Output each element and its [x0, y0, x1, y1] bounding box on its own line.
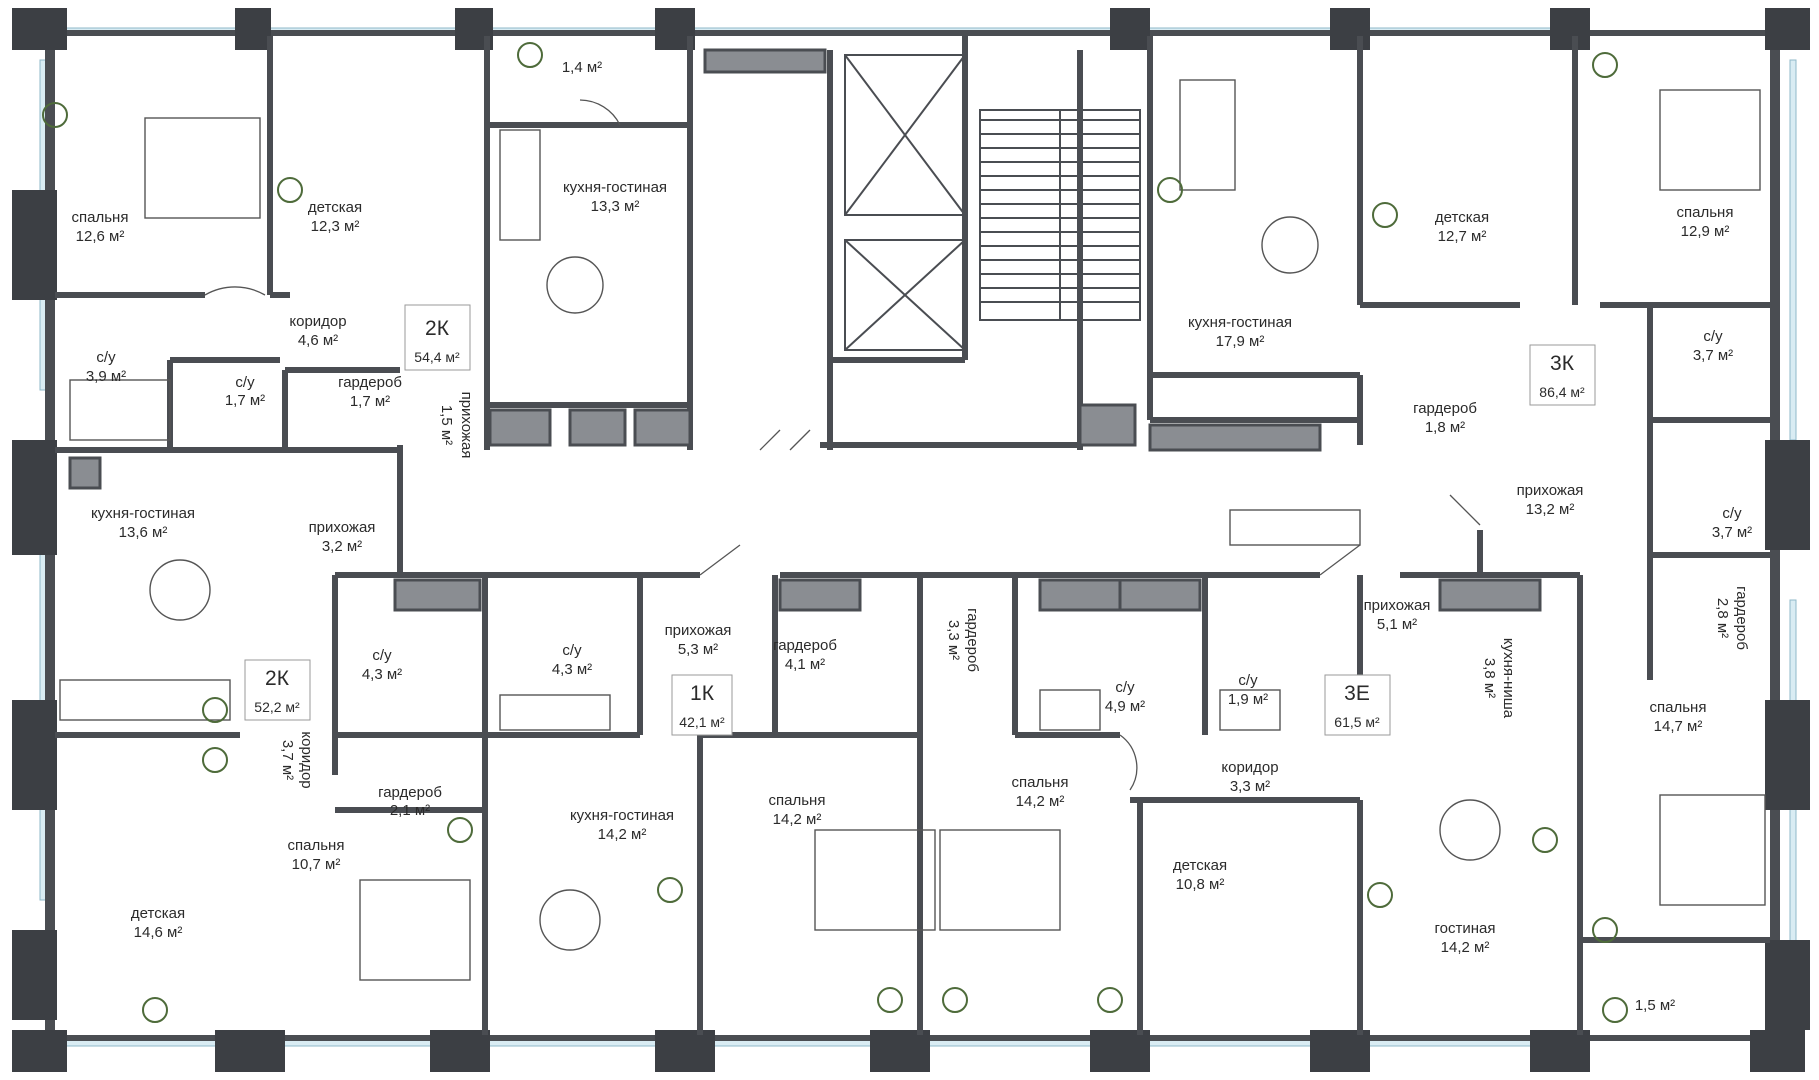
- room-area: 3,7 м²: [279, 740, 296, 780]
- room-area: 13,3 м²: [591, 198, 640, 215]
- room-area: 2,1 м²: [390, 802, 430, 819]
- room-name: с/у: [1722, 505, 1742, 522]
- room-name: гардероб: [338, 374, 402, 391]
- room-area: 5,1 м²: [1377, 616, 1417, 633]
- room-area: 12,7 м²: [1438, 228, 1487, 245]
- room-name: с/у: [562, 642, 582, 659]
- room-area: 13,2 м²: [1526, 501, 1575, 518]
- room-name: спальня: [1677, 204, 1734, 221]
- room-area: 3,3 м²: [945, 620, 962, 660]
- room-area: 3,8 м²: [1481, 658, 1498, 698]
- room-name: с/у: [372, 647, 392, 664]
- room-name: кухня-гостиная: [563, 179, 667, 196]
- staircase: [979, 109, 1141, 321]
- room-area: 1,5 м²: [438, 405, 455, 445]
- room-name: прихожая: [309, 519, 376, 536]
- room-name: с/у: [96, 349, 116, 366]
- room-name: спальня: [1650, 699, 1707, 716]
- room-area: 14,2 м²: [1441, 939, 1490, 956]
- room-name: кухня-ниша: [1500, 638, 1517, 719]
- room-area: 1,8 м²: [1425, 419, 1465, 436]
- room-area: 12,9 м²: [1681, 223, 1730, 240]
- room-name: спальня: [72, 209, 129, 226]
- room-area: 10,7 м²: [292, 856, 341, 873]
- room-area: 14,7 м²: [1654, 718, 1703, 735]
- room-area: 13,6 м²: [119, 524, 168, 541]
- room-name: гардероб: [964, 608, 981, 672]
- apt-type: 3К: [1550, 352, 1575, 375]
- apt-area: 52,2 м²: [254, 699, 300, 715]
- apt-area: 54,4 м²: [414, 349, 460, 365]
- room-name: гостиная: [1435, 920, 1496, 937]
- doors: [204, 99, 1481, 791]
- room-name: гардероб: [378, 784, 442, 801]
- room-name: детская: [308, 199, 362, 216]
- room-name: спальня: [288, 837, 345, 854]
- room-name: гардероб: [773, 637, 837, 654]
- room-area: 5,3 м²: [678, 641, 718, 658]
- room-name: кухня-гостиная: [1188, 314, 1292, 331]
- room-name: прихожая: [1364, 597, 1431, 614]
- room-area: 3,7 м²: [1712, 524, 1752, 541]
- room-name: с/у: [1115, 679, 1135, 696]
- apartment-badges: 2К 54,4 м² 3К 86,4 м² 2К 52,2 м² 1К 42,1…: [244, 304, 1596, 736]
- apt-area: 86,4 м²: [1539, 384, 1585, 400]
- room-area: 14,2 м²: [1016, 793, 1065, 810]
- room-area: 14,2 м²: [773, 811, 822, 828]
- room-name: с/у: [235, 374, 255, 391]
- room-name: прихожая: [665, 622, 732, 639]
- room-name: коридор: [298, 731, 315, 788]
- room-name: спальня: [769, 792, 826, 809]
- room-area: 12,6 м²: [76, 228, 125, 245]
- exterior-walls: [12, 8, 1810, 1072]
- room-area: 14,2 м²: [598, 826, 647, 843]
- apt-area: 61,5 м²: [1334, 714, 1380, 730]
- room-name: гардероб: [1733, 586, 1750, 650]
- room-name: с/у: [1238, 672, 1258, 689]
- room-area: 3,7 м²: [1693, 347, 1733, 364]
- room-area: 4,1 м²: [785, 656, 825, 673]
- room-area: 4,3 м²: [552, 661, 592, 678]
- room-labels: спальня 12,6 м² детская 12,3 м² 1,4 м² к…: [72, 59, 1753, 1014]
- room-area: 1,7 м²: [225, 392, 265, 409]
- apt-type: 2К: [425, 317, 450, 340]
- room-name: кухня-гостиная: [91, 505, 195, 522]
- apt-area: 42,1 м²: [679, 714, 725, 730]
- room-area: 10,8 м²: [1176, 876, 1225, 893]
- room-name: спальня: [1012, 774, 1069, 791]
- room-name: детская: [1435, 209, 1489, 226]
- room-area: 4,3 м²: [362, 666, 402, 683]
- shafts: [68, 48, 1542, 612]
- room-area: 3,9 м²: [86, 368, 126, 385]
- room-name: прихожая: [1517, 482, 1584, 499]
- room-name: прихожая: [458, 392, 475, 459]
- room-area: 12,3 м²: [311, 218, 360, 235]
- room-area: 1,9 м²: [1228, 691, 1268, 708]
- room-area: 3,3 м²: [1230, 778, 1270, 795]
- room-name: коридор: [1221, 759, 1278, 776]
- room-name: детская: [131, 905, 185, 922]
- furniture: [59, 79, 1766, 981]
- plants: [42, 42, 1628, 1023]
- room-name: кухня-гостиная: [570, 807, 674, 824]
- room-area: 1,7 м²: [350, 393, 390, 410]
- room-area: 17,9 м²: [1216, 333, 1265, 350]
- room-area: 3,2 м²: [322, 538, 362, 555]
- apt-type: 2К: [265, 667, 290, 690]
- room-name: с/у: [1703, 328, 1723, 345]
- room-area: 1,5 м²: [1635, 997, 1675, 1014]
- room-area: 14,6 м²: [134, 924, 183, 941]
- room-area: 2,8 м²: [1714, 598, 1731, 638]
- apt-type: 3Е: [1344, 682, 1370, 705]
- room-name: коридор: [289, 313, 346, 330]
- apt-type: 1К: [690, 682, 715, 705]
- room-area: 1,4 м²: [562, 59, 602, 76]
- room-area: 4,9 м²: [1105, 698, 1145, 715]
- room-name: гардероб: [1413, 400, 1477, 417]
- room-name: детская: [1173, 857, 1227, 874]
- room-area: 4,6 м²: [298, 332, 338, 349]
